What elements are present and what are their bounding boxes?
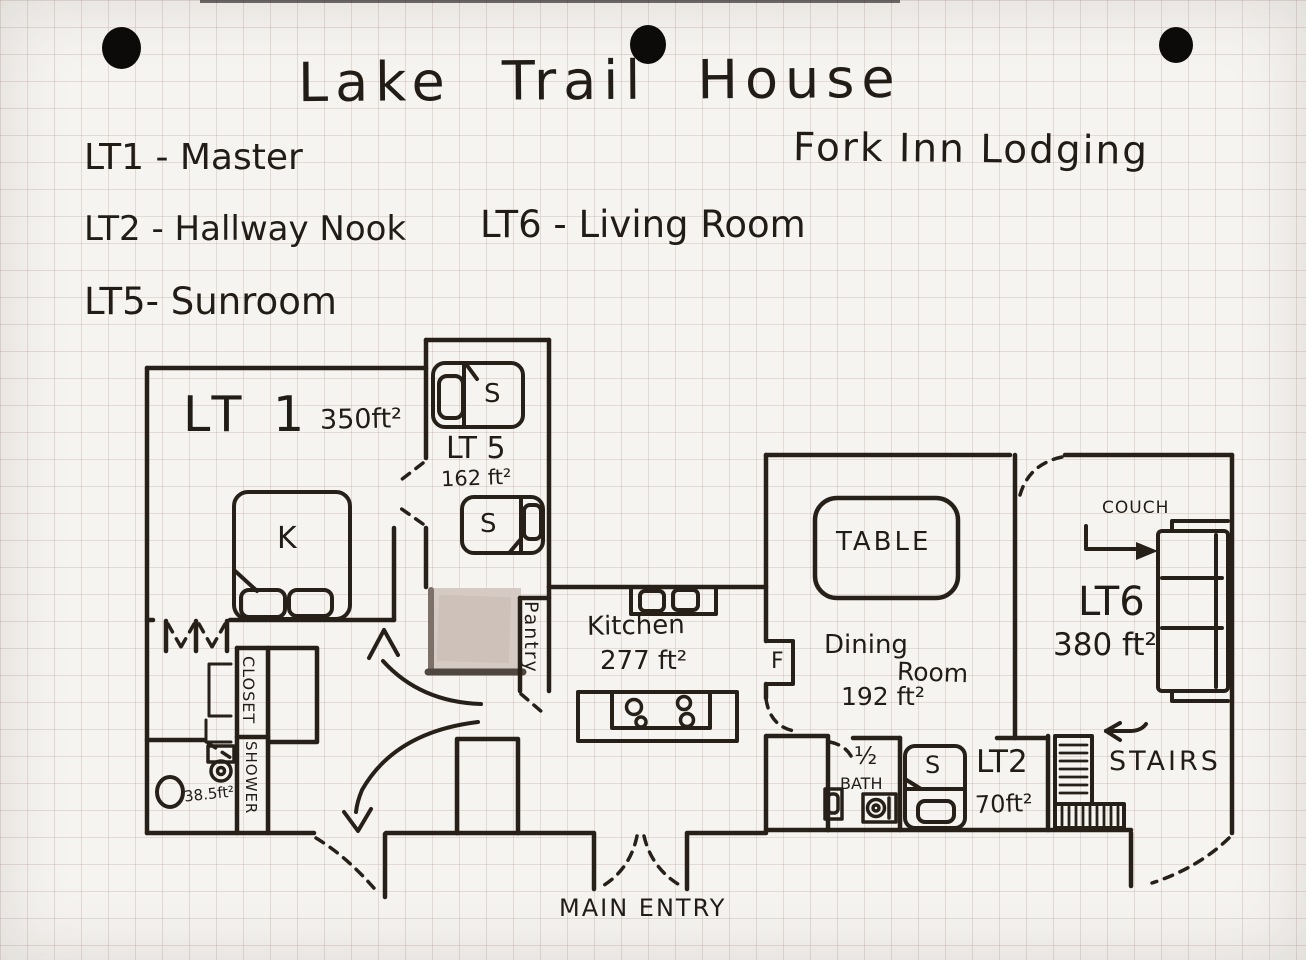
binder-hole xyxy=(630,25,666,64)
door-swing-arcs xyxy=(166,455,1231,896)
half-bath-label: BATH xyxy=(840,774,883,793)
table-label: TABLE xyxy=(836,527,932,557)
single-bed-lt5-top xyxy=(431,361,525,429)
dining-table xyxy=(812,495,961,601)
room-area-lt1: 350ft² xyxy=(319,403,403,436)
bed-label-single: S xyxy=(925,751,941,779)
floorplan-walls xyxy=(144,337,1235,900)
fridge-label: F xyxy=(771,649,784,674)
room-label-lt2: LT2 xyxy=(976,744,1028,780)
room-label-lt5: LT 5 xyxy=(446,431,506,466)
legend-item-lt1: LT1 - Master xyxy=(84,137,303,178)
half-bath-sink-icon xyxy=(823,787,844,821)
page-subtitle: Fork Inn Lodging xyxy=(792,125,1150,174)
page-title: Lake Trail House xyxy=(297,46,902,115)
legend-item-lt6: LT6 - Living Room xyxy=(480,203,806,246)
room-area-lt2: 70ft² xyxy=(974,789,1034,819)
bed-label-king: K xyxy=(277,521,297,556)
fridge-box xyxy=(764,639,795,686)
stairs-label: STAIRS xyxy=(1109,746,1221,777)
couch-label: COUCH xyxy=(1102,498,1170,518)
kitchen-island-stove xyxy=(576,690,739,743)
main-entry-label: MAIN ENTRY xyxy=(559,894,727,922)
closet-door-brackets xyxy=(204,662,233,744)
room-label-kitchen: Kitchen xyxy=(586,610,685,642)
scan-edge-artifact xyxy=(200,0,900,3)
bathtub-icon xyxy=(155,775,185,809)
half-bath-toilet-icon xyxy=(861,792,898,824)
shower-label: SHOWER xyxy=(242,741,260,815)
binder-hole xyxy=(1159,27,1193,63)
room-label-lt1: LT 1 xyxy=(183,386,313,443)
hallway-flow-arrow-up xyxy=(367,628,483,706)
hallway-flow-arrow-down xyxy=(342,720,480,833)
king-bed xyxy=(232,490,352,621)
closet-label: CLOSET xyxy=(239,656,258,725)
half-bath-fraction: ½ xyxy=(854,742,878,770)
room-area-kitchen: 277 ft² xyxy=(600,646,688,676)
stairs-icon xyxy=(1053,734,1126,830)
stairs-pointer-arrow xyxy=(1104,721,1148,742)
binder-hole xyxy=(102,27,141,69)
single-bed-lt2 xyxy=(903,744,967,830)
pantry-label: Pantry xyxy=(520,601,542,674)
bed-label-single: S xyxy=(480,509,497,539)
room-area-lt6: 380 ft² xyxy=(1053,627,1157,663)
couch-pointer-arrow xyxy=(1084,524,1158,560)
room-label-lt6: LT6 xyxy=(1078,579,1145,625)
room-label-dining-1: Dining xyxy=(824,630,908,660)
couch xyxy=(1156,519,1230,703)
legend-item-lt5: LT5- Sunroom xyxy=(84,280,337,323)
room-area-lt5: 162 ft² xyxy=(440,464,512,492)
toilet-icon xyxy=(206,744,236,783)
room-area-dining: 192 ft² xyxy=(841,682,925,711)
kitchen-sink xyxy=(629,585,718,616)
fireplace-shaded-block xyxy=(424,587,527,676)
bed-label-single: S xyxy=(484,379,501,409)
single-bed-lt5-bottom xyxy=(460,495,545,555)
legend-item-lt2: LT2 - Hallway Nook xyxy=(84,209,407,249)
